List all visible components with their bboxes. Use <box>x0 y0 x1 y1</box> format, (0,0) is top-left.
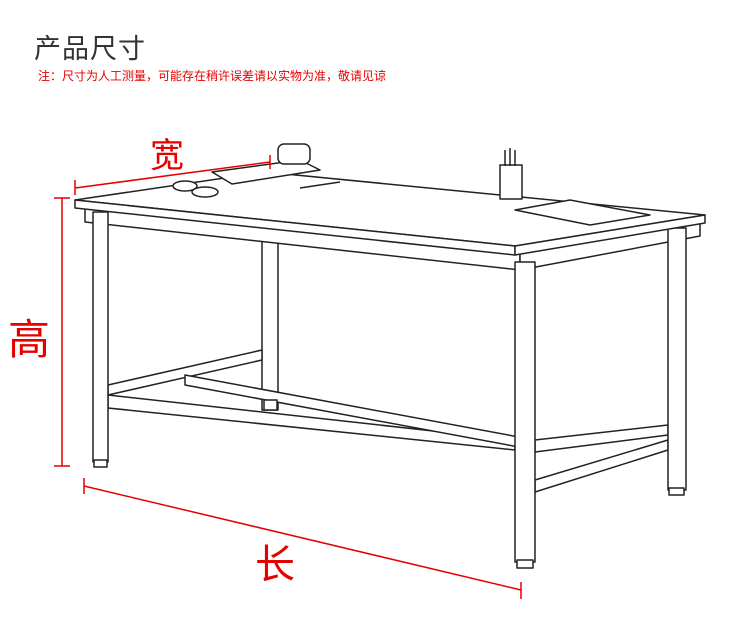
page-title: 产品尺寸 <box>34 34 146 65</box>
length-dimension-line <box>83 485 522 591</box>
pen-holder <box>499 164 523 200</box>
length-label: 长 <box>255 542 295 588</box>
width-label: 宽 <box>150 136 184 176</box>
cup <box>172 180 198 192</box>
height-label: 高 <box>8 315 51 364</box>
tape-dispenser <box>277 143 311 165</box>
table-leg-front-left <box>92 211 109 463</box>
width-dimension-line <box>74 161 271 189</box>
table-leg-front-right <box>514 261 536 563</box>
measurement-note: 注：尺寸为人工测量，可能存在稍许误差请以实物为准，敬请见谅 <box>38 69 387 83</box>
clipboard <box>514 199 651 226</box>
table-leg-right <box>667 227 687 491</box>
